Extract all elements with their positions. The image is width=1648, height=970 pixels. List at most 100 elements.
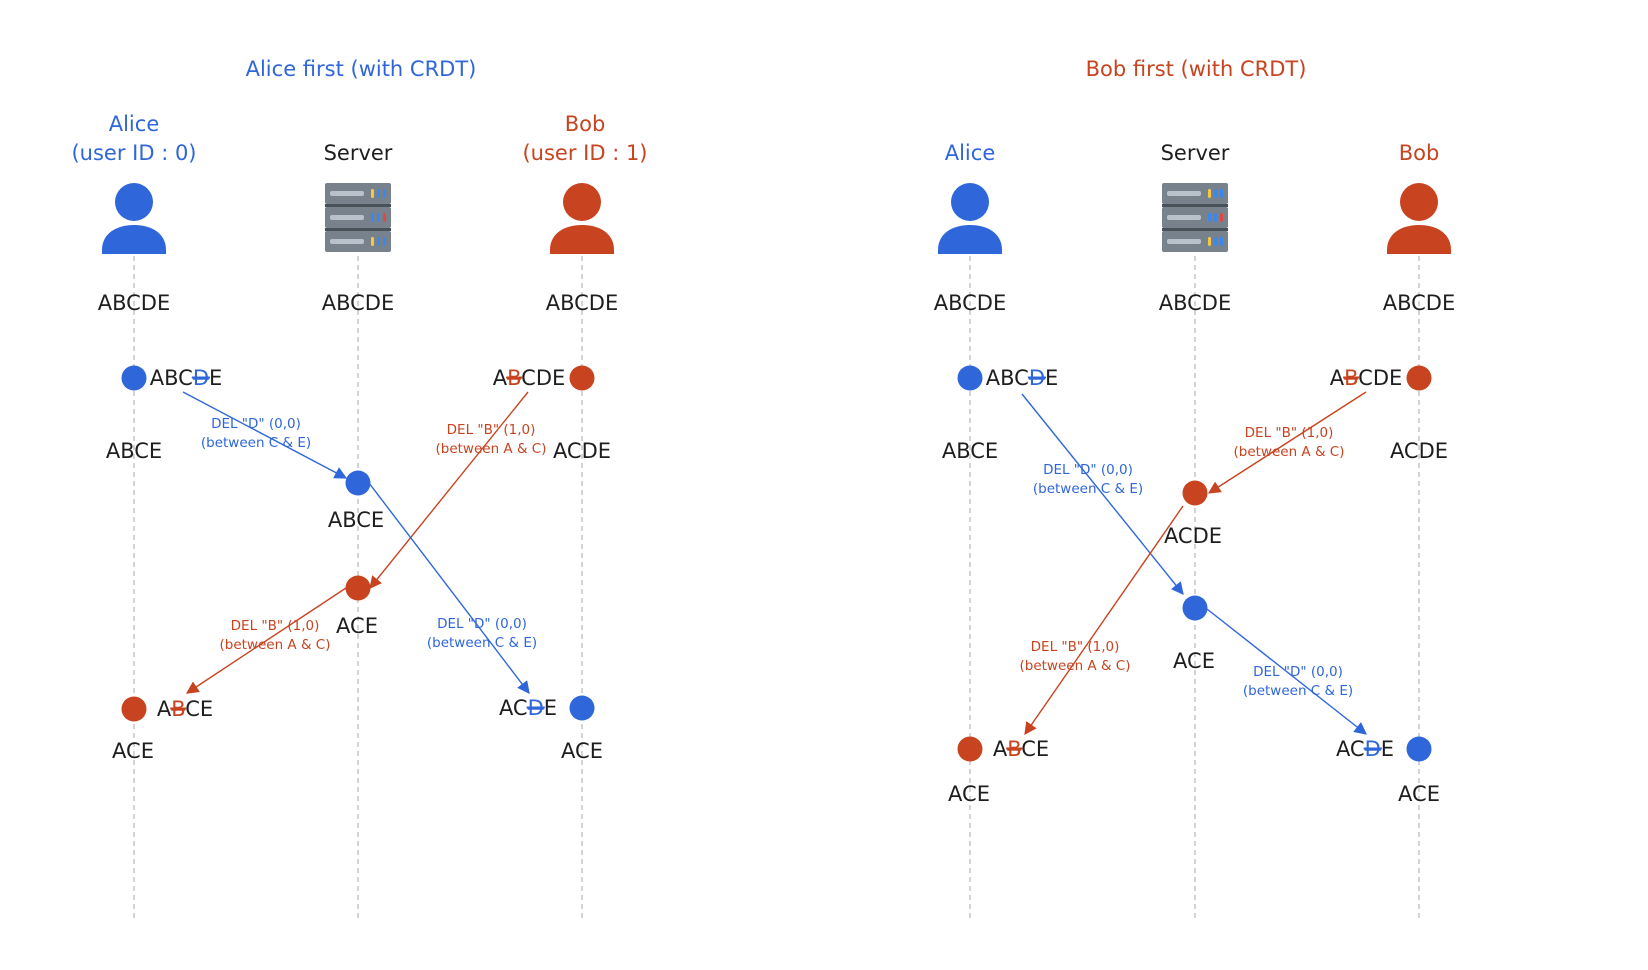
bob-edit-state: ABCDE xyxy=(1330,366,1403,390)
server-to-alice-label-line2: (between A & C) xyxy=(220,637,331,653)
server-to-alice-label-line2: (between A & C) xyxy=(1020,658,1131,674)
diagram-alice-first: Alice first (with CRDT)Alice(user ID : 0… xyxy=(71,57,648,918)
bob-user-id: (user ID : 1) xyxy=(522,141,647,165)
bob-edit-state-pre: A xyxy=(1330,366,1345,390)
bob-avatar-icon-body xyxy=(1387,225,1451,254)
alice-final-state: ACE xyxy=(112,739,154,763)
alice-to-server-label-line2: (between C & E) xyxy=(201,435,311,451)
server-to-alice-label: DEL "B" (1,0) (between A & C) xyxy=(1020,639,1131,674)
server-initial-state: ABCDE xyxy=(1159,291,1232,315)
alice-avatar-icon-head xyxy=(951,183,989,221)
server-to-alice-label-line1: DEL "B" (1,0) xyxy=(1031,639,1120,655)
server-to-alice-arrow xyxy=(1024,505,1184,736)
bob-receive-state-post: E xyxy=(1381,737,1394,761)
server-icon-led xyxy=(371,189,374,198)
bob-edit-state-pre: A xyxy=(493,366,508,390)
server-icon-led xyxy=(383,213,386,222)
bob-avatar-icon xyxy=(550,183,614,254)
server-icon-gap xyxy=(1162,204,1228,207)
alice-to-server-arrow xyxy=(1021,393,1184,595)
server-icon-gap xyxy=(325,228,391,231)
alice-to-server-label: DEL "D" (0,0)(between C & E) xyxy=(201,416,311,451)
server-to-bob-label: DEL "D" (0,0)(between C & E) xyxy=(1243,664,1353,699)
alice-to-server-label-line1: DEL "D" (0,0) xyxy=(1043,462,1133,478)
server-to-alice-arrow xyxy=(185,587,347,694)
bob-to-server-label-line2: (between A & C) xyxy=(436,441,547,457)
server-to-bob-arrow xyxy=(368,482,530,695)
server-second-receive-dot xyxy=(345,575,371,601)
server-first-receive-dot xyxy=(345,470,371,496)
server-icon-led xyxy=(1208,189,1211,198)
server-icon-slot xyxy=(330,215,364,220)
server-to-alice-label: DEL "B" (1,0) (between A & C) xyxy=(220,618,331,653)
server-icon-led xyxy=(1220,189,1223,198)
server-to-bob-arrow xyxy=(1206,608,1367,735)
server-icon-slot xyxy=(330,239,364,244)
server-to-bob-label: DEL "D" (0,0)(between C & E) xyxy=(427,616,537,651)
server-second-state: ACE xyxy=(336,614,378,638)
bob-to-server-label: DEL "B" (1,0)(between A & C) xyxy=(1234,425,1345,460)
bob-name: Bob xyxy=(1399,141,1440,165)
bob-to-server-label: DEL "B" (1,0) (between A & C) xyxy=(436,422,547,457)
server-icon-led xyxy=(1214,213,1217,222)
server-to-alice-label-line1: DEL "B" (1,0) xyxy=(231,618,320,634)
alice-edit-state-post: E xyxy=(1045,366,1058,390)
bob-name: Bob xyxy=(565,112,606,136)
bob-to-server-label-line2: (between A & C) xyxy=(1234,444,1345,460)
alice-avatar-icon-body xyxy=(938,225,1002,254)
server-icon-led xyxy=(383,237,386,246)
server-icon-slot xyxy=(1167,215,1201,220)
bob-final-state: ACE xyxy=(561,739,603,763)
alice-after-edit-state: ABCE xyxy=(106,439,162,463)
server-first-state: ABCE xyxy=(328,508,384,532)
bob-after-edit-state: ACDE xyxy=(553,439,611,463)
alice-to-server-label: DEL "D" (0,0)(between C & E) xyxy=(1033,462,1143,497)
bob-avatar-icon-head xyxy=(1400,183,1438,221)
alice-initial-state: ABCDE xyxy=(98,291,171,315)
server-first-state: ACDE xyxy=(1164,524,1222,548)
alice-edit-state: ABCDE xyxy=(150,366,223,390)
alice-receive-state-post: CE xyxy=(185,697,213,721)
server-icon-led xyxy=(371,213,374,222)
bob-receive-state-pre: AC xyxy=(499,696,528,720)
bob-receive-state-post: E xyxy=(544,696,557,720)
bob-edit-state-post: CDE xyxy=(521,366,565,390)
server-icon-led xyxy=(377,213,380,222)
server-second-state: ACE xyxy=(1173,649,1215,673)
server-initial-state: ABCDE xyxy=(322,291,395,315)
alice-edit-state-pre: ABC xyxy=(150,366,193,390)
server-second-receive-dot xyxy=(1182,595,1208,621)
alice-edit-dot xyxy=(121,365,147,391)
server-first-receive-dot xyxy=(1182,480,1208,506)
alice-name: Alice xyxy=(945,141,996,165)
server-icon-slot xyxy=(330,191,364,196)
server-icon-led xyxy=(1208,237,1211,246)
alice-receive-dot xyxy=(121,696,147,722)
bob-receive-state-pre: AC xyxy=(1336,737,1365,761)
server-icon-led xyxy=(377,189,380,198)
alice-avatar-icon xyxy=(102,183,166,254)
bob-avatar-icon-body xyxy=(550,225,614,254)
bob-avatar-icon-head xyxy=(563,183,601,221)
bob-edit-state: ABCDE xyxy=(493,366,566,390)
alice-name: Alice xyxy=(109,112,160,136)
bob-receive-dot xyxy=(569,695,595,721)
server-icon-gap xyxy=(325,204,391,207)
alice-after-edit-state: ABCE xyxy=(942,439,998,463)
alice-avatar-icon xyxy=(938,183,1002,254)
alice-user-id: (user ID : 0) xyxy=(71,141,196,165)
alice-receive-state-post: CE xyxy=(1021,737,1049,761)
server-name: Server xyxy=(324,141,393,165)
alice-initial-state: ABCDE xyxy=(934,291,1007,315)
bob-to-server-label-line1: DEL "B" (1,0) xyxy=(447,422,536,438)
server-icon-led xyxy=(1214,237,1217,246)
alice-avatar-icon-head xyxy=(115,183,153,221)
bob-edit-dot xyxy=(569,365,595,391)
server-icon-slot xyxy=(1167,191,1201,196)
server-icon-led xyxy=(1220,237,1223,246)
server-icon-gap xyxy=(1162,228,1228,231)
alice-edit-state-post: E xyxy=(209,366,222,390)
bob-final-state: ACE xyxy=(1398,782,1440,806)
